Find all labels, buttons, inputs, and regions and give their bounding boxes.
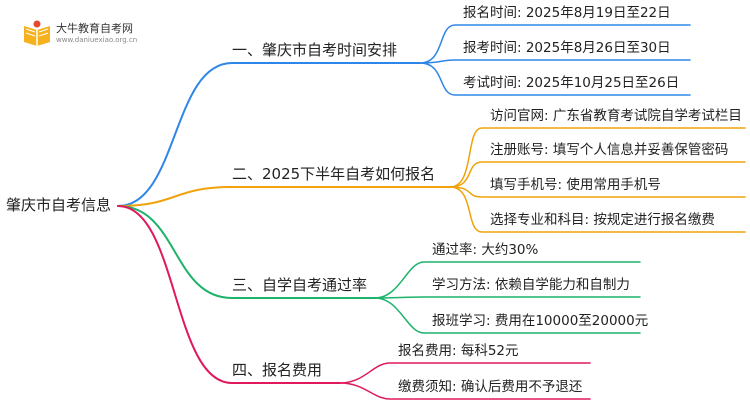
leaf-connector	[449, 186, 746, 198]
logo-title: 大牛教育自考网	[56, 22, 133, 35]
leaf-label: 报班学习: 费用在10000至20000元	[432, 313, 649, 329]
leaf-connector	[419, 24, 691, 64]
leaf-label: 考试时间: 2025年10月25日至26日	[463, 75, 680, 91]
leaf-connector	[449, 161, 746, 188]
leaf-label: 报名费用: 每科52元	[398, 343, 519, 359]
leaf-label: 通过率: 大约30%	[432, 242, 539, 258]
leaf-connector	[419, 59, 691, 64]
leaf-label: 报考时间: 2025年8月26日至30日	[463, 40, 671, 56]
branch-connector	[117, 205, 376, 299]
branch-label-1: 一、肇庆市自考时间安排	[232, 41, 398, 59]
leaf-connector	[374, 296, 641, 299]
leaf-connector	[419, 62, 691, 96]
logo-url: www.daniuexiao.org.cn	[56, 36, 138, 44]
leaf-label: 学习方法: 依赖自学能力和自制力	[432, 277, 630, 293]
leaf-label: 选择专业和科目: 按规定进行报名缴费	[490, 212, 715, 228]
logo	[20, 18, 54, 52]
branch-connector	[117, 62, 421, 207]
leaf-connector	[339, 382, 591, 400]
leaf-connector	[374, 297, 641, 334]
leaf-label: 填写手机号: 使用常用手机号	[490, 177, 661, 193]
leaf-label: 报名时间: 2025年8月19日至22日	[463, 5, 671, 21]
leaf-connector	[449, 127, 746, 188]
leaf-connector	[374, 261, 641, 299]
leaf-connector	[339, 362, 591, 384]
branch-connector	[117, 205, 341, 384]
leaf-label: 注册账号: 填写个人信息并妥善保管密码	[490, 142, 729, 158]
branch-label-3: 三、自学自考通过率	[232, 276, 368, 294]
root-node: 肇庆市自考信息	[6, 196, 112, 214]
leaf-label: 缴费须知: 确认后费用不予退还	[398, 379, 583, 395]
branch-label-2: 二、2025下半年自考如何报名	[232, 165, 436, 183]
branch-connector	[117, 186, 451, 207]
leaf-connector	[449, 186, 746, 233]
leaf-label: 访问官网: 广东省教育考试院自学考试栏目	[490, 108, 742, 124]
book-logo-icon	[24, 20, 50, 46]
branch-label-4: 四、报名费用	[232, 361, 323, 379]
